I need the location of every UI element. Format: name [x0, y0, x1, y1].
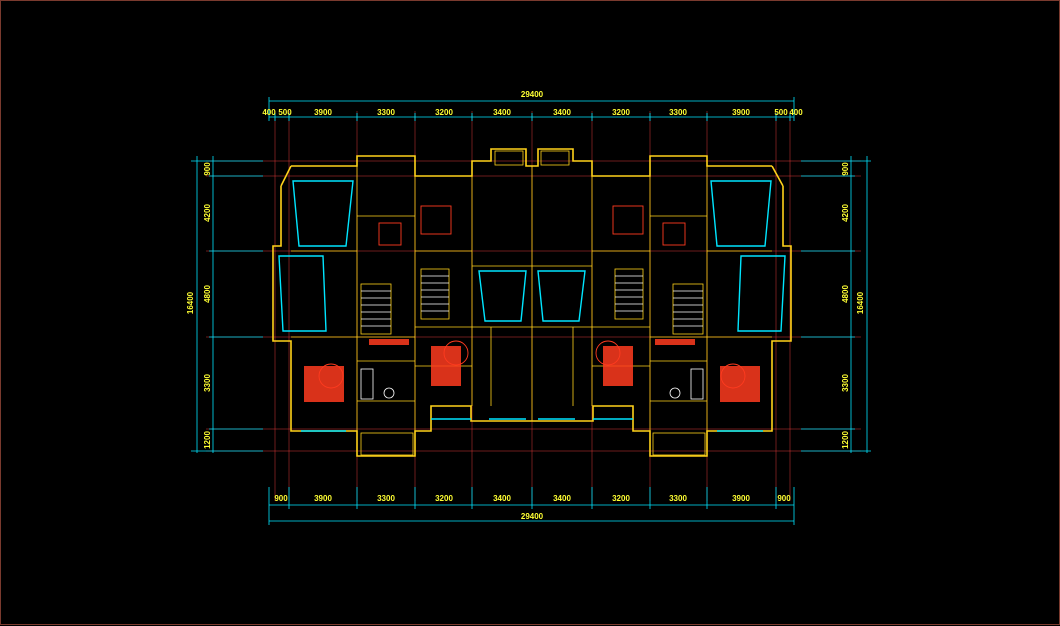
bottom-dim-10: 900 — [777, 494, 791, 503]
furniture — [304, 205, 760, 402]
left-dimension-chain: 16400 900 4200 4800 3300 1200 — [186, 156, 263, 453]
windows — [278, 180, 786, 432]
top-dim-5: 3200 — [435, 108, 453, 117]
building-walls — [272, 148, 792, 457]
top-dim-6: 3400 — [493, 108, 511, 117]
bottom-dimension-chain: 900 3900 3300 3200 3400 3400 3200 3300 3… — [268, 487, 795, 525]
top-dim-11: 500 — [774, 108, 788, 117]
top-dim-3: 3900 — [314, 108, 332, 117]
left-total-dim: 16400 — [186, 291, 195, 314]
bottom-total-dim: 29400 — [521, 512, 544, 521]
top-dim-1: 400 — [262, 108, 276, 117]
stairs — [360, 268, 704, 335]
top-dim-2: 500 — [278, 108, 292, 117]
top-dimension-chain: 29400 400 500 3900 3300 3200 3400 3400 3… — [262, 90, 803, 121]
top-dim-12: 400 — [789, 108, 803, 117]
right-total-dim: 16400 — [856, 291, 865, 314]
bottom-dim-7: 3200 — [612, 494, 630, 503]
bottom-dim-4: 3200 — [435, 494, 453, 503]
top-dim-4: 3300 — [377, 108, 395, 117]
top-dim-9: 3300 — [669, 108, 687, 117]
right-dim-4: 3300 — [841, 374, 850, 392]
left-dim-1: 900 — [203, 162, 212, 176]
bottom-dim-3: 3300 — [377, 494, 395, 503]
bottom-dim-6: 3400 — [553, 494, 571, 503]
top-dim-10: 3900 — [732, 108, 750, 117]
top-dim-7: 3400 — [553, 108, 571, 117]
right-dim-3: 4800 — [841, 285, 850, 303]
bottom-dim-1: 900 — [274, 494, 288, 503]
top-dim-8: 3200 — [612, 108, 630, 117]
axis-grid — [206, 111, 861, 501]
bottom-dim-8: 3300 — [669, 494, 687, 503]
right-dim-1: 900 — [841, 162, 850, 176]
right-dim-5: 1200 — [841, 431, 850, 449]
bottom-dim-5: 3400 — [493, 494, 511, 503]
left-dim-4: 3300 — [203, 374, 212, 392]
right-dim-2: 4200 — [841, 204, 850, 222]
top-total-dim: 29400 — [521, 90, 544, 99]
left-dim-2: 4200 — [203, 204, 212, 222]
bottom-dim-9: 3900 — [732, 494, 750, 503]
left-dim-5: 1200 — [203, 431, 212, 449]
bottom-dim-2: 3900 — [314, 494, 332, 503]
left-dim-3: 4800 — [203, 285, 212, 303]
right-dimension-chain: 16400 900 4200 4800 3300 1200 — [801, 156, 871, 453]
